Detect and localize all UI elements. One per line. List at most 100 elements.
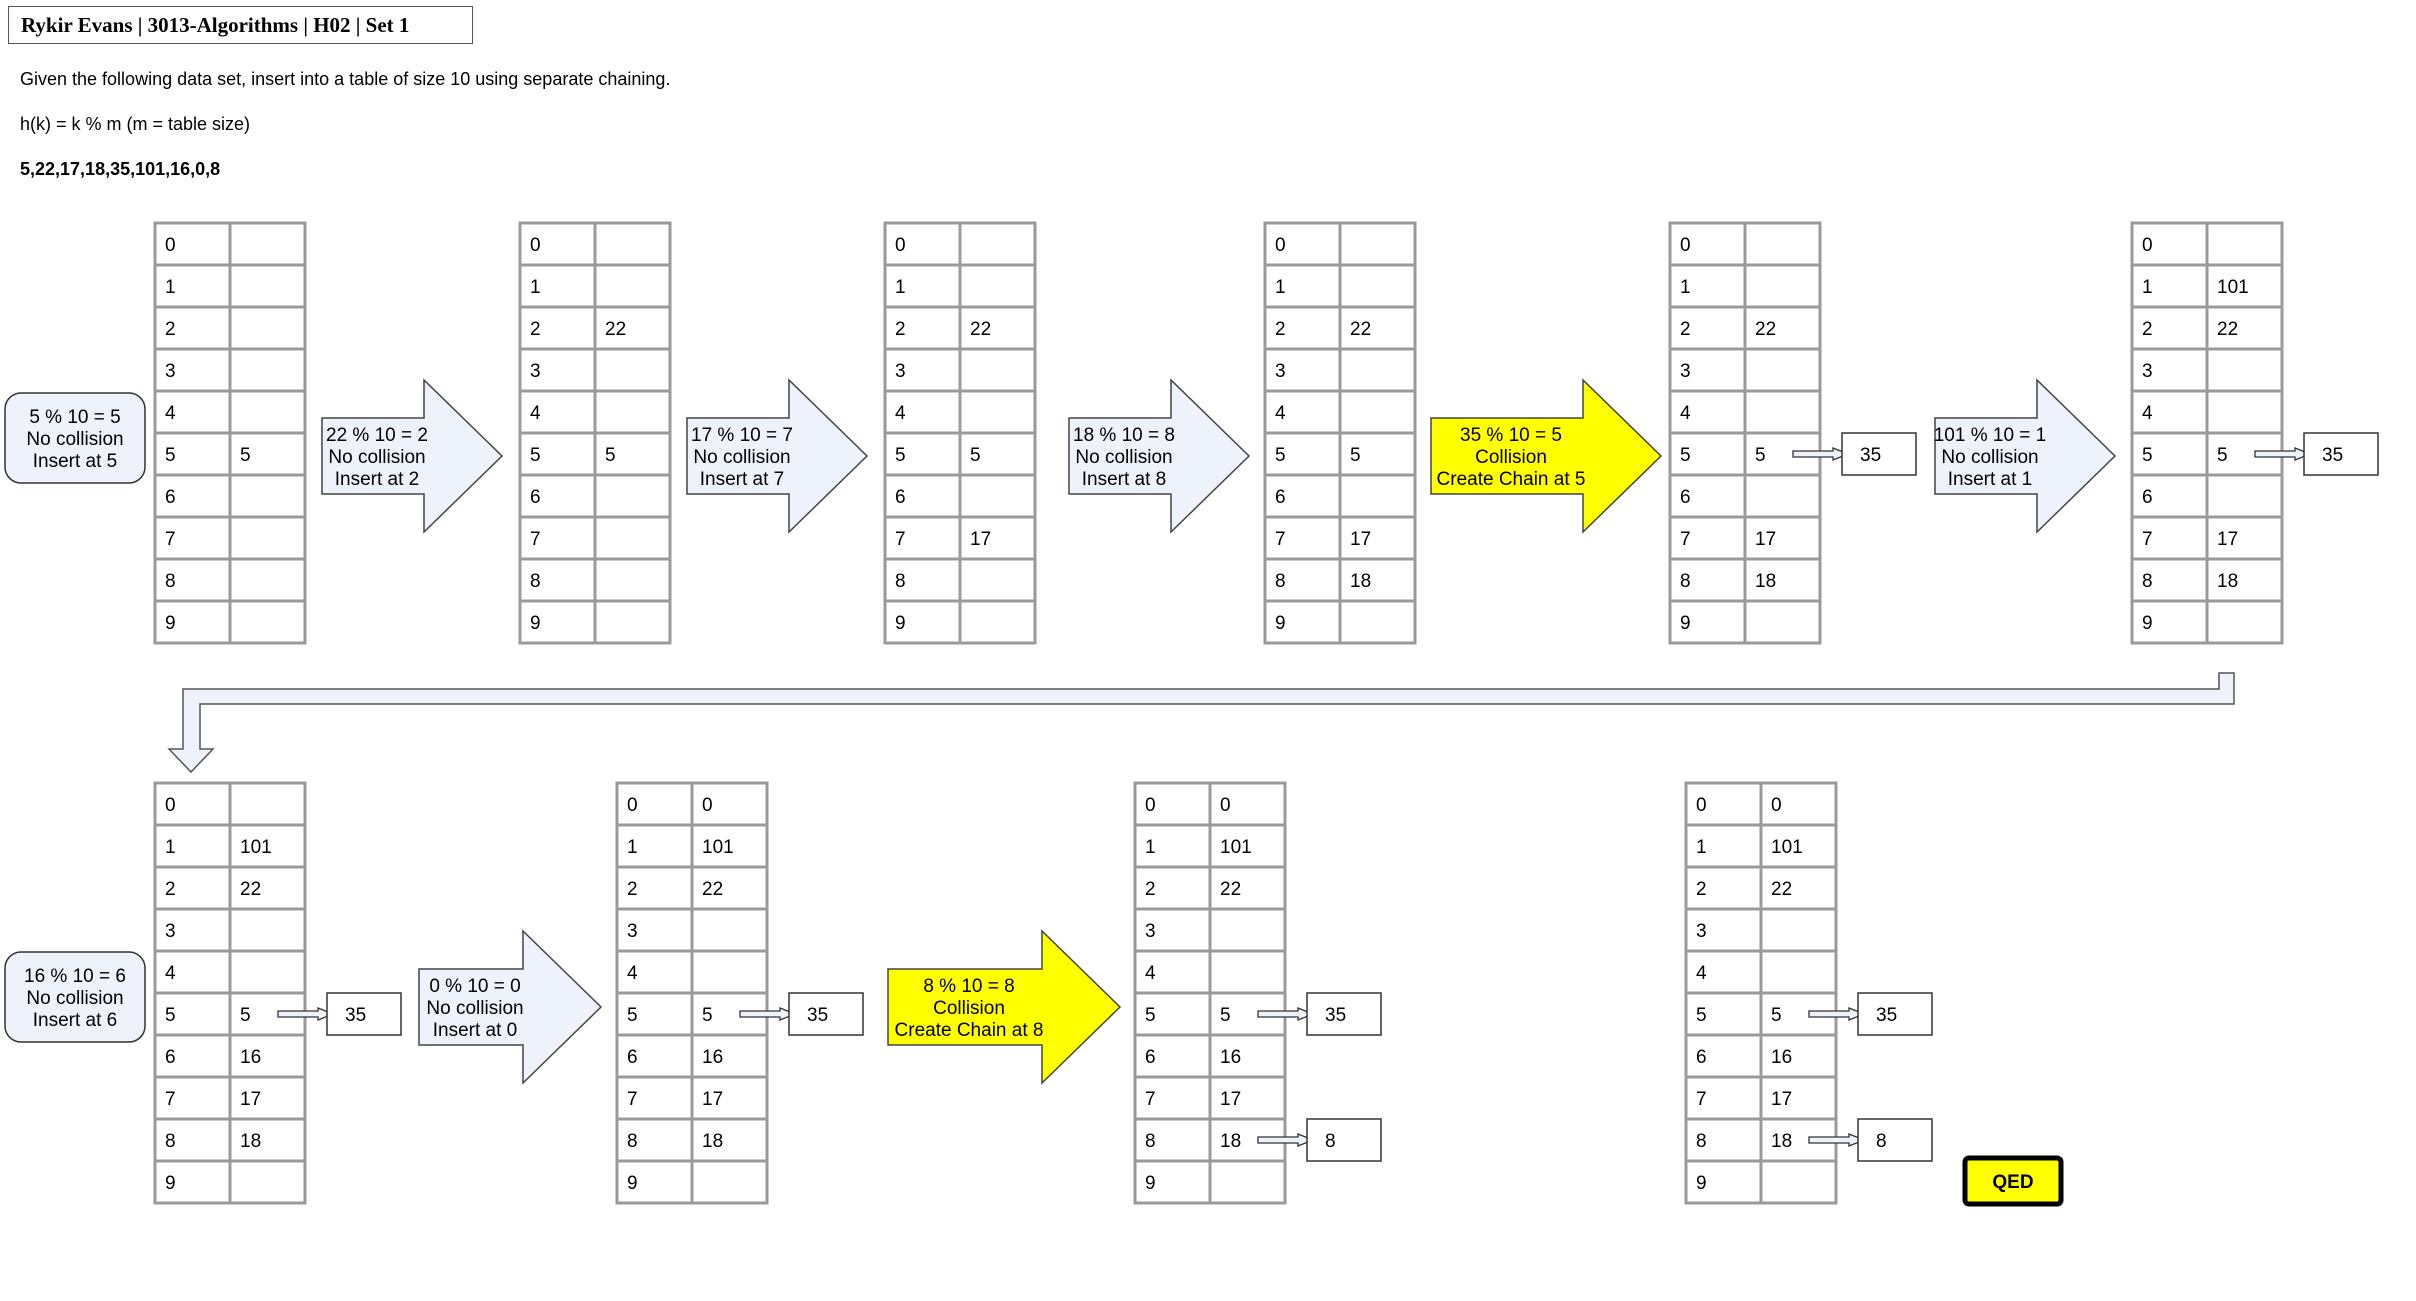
connector-arrow-shape <box>167 672 2235 774</box>
row-index-label: 5 <box>1275 445 1286 466</box>
cell-value: 18 <box>1220 1131 1241 1152</box>
row-index-label: 3 <box>1145 921 1156 942</box>
cell-value: 16 <box>1771 1047 1792 1068</box>
row-index-label: 6 <box>165 1047 176 1068</box>
step-label-line: 8 % 10 = 8 <box>923 976 1014 997</box>
cell-value: 5 <box>240 445 251 466</box>
row-index-label: 8 <box>1145 1131 1156 1152</box>
row-index-label: 4 <box>1696 963 1707 984</box>
row-index-label: 9 <box>1696 1173 1707 1194</box>
step-label-line: 22 % 10 = 2 <box>326 425 428 446</box>
step-label-line: 18 % 10 = 8 <box>1073 425 1175 446</box>
row-index-label: 5 <box>1680 445 1691 466</box>
value-cell <box>958 557 1037 603</box>
cell-value: 101 <box>240 837 272 858</box>
value-cell <box>228 473 307 519</box>
cell-value: 5 <box>702 1005 713 1026</box>
block-arrow-shape <box>1934 378 2117 534</box>
chain-pointer-arrow <box>2254 447 2312 461</box>
step-label-line: Insert at 5 <box>33 451 118 472</box>
value-cell <box>593 557 672 603</box>
cell-value: 22 <box>1220 879 1241 900</box>
cell-value: 22 <box>240 879 261 900</box>
index-cell <box>2130 389 2209 435</box>
chain-node-value: 35 <box>1876 1005 1897 1026</box>
row-index-label: 2 <box>165 319 176 340</box>
index-cell <box>1263 515 1342 561</box>
row-index-label: 0 <box>1275 235 1286 256</box>
index-cell <box>1668 473 1747 519</box>
value-cell <box>1743 473 1822 519</box>
value-cell <box>593 599 672 645</box>
step-label-line: Collision <box>1475 447 1547 468</box>
index-cell <box>1133 907 1212 953</box>
chain-node <box>326 992 402 1036</box>
row-index-label: 1 <box>1275 277 1286 298</box>
value-cell <box>690 781 769 827</box>
row-index-label: 2 <box>2142 319 2153 340</box>
value-cell <box>1338 557 1417 603</box>
cell-value: 101 <box>1771 837 1803 858</box>
value-cell <box>1743 305 1822 351</box>
row-index-label: 4 <box>165 963 176 984</box>
row-index-label: 6 <box>2142 487 2153 508</box>
value-cell <box>2205 389 2284 435</box>
row-index-label: 1 <box>1696 837 1707 858</box>
value-cell <box>593 263 672 309</box>
step-label-line: Insert at 8 <box>1082 469 1167 490</box>
row-index-label: 7 <box>1680 529 1691 550</box>
row-index-label: 3 <box>2142 361 2153 382</box>
step-label-line: 35 % 10 = 5 <box>1460 425 1562 446</box>
step-box-shape <box>4 951 146 1043</box>
cell-value: 22 <box>1755 319 1776 340</box>
block-arrow-shape <box>1068 378 1251 534</box>
value-cell <box>958 599 1037 645</box>
row-index-label: 8 <box>1696 1131 1707 1152</box>
chain-pointer-arrow <box>1257 1007 1315 1021</box>
value-cell <box>1338 305 1417 351</box>
step-label-line: 17 % 10 = 7 <box>691 425 793 446</box>
row-index-label: 4 <box>2142 403 2153 424</box>
cell-value: 22 <box>2217 319 2238 340</box>
value-cell <box>593 305 672 351</box>
chain-node <box>1857 1118 1933 1162</box>
cell-value: 17 <box>1220 1089 1241 1110</box>
cell-value: 18 <box>240 1131 261 1152</box>
index-cell <box>153 347 232 393</box>
step-label-line: Create Chain at 8 <box>895 1020 1044 1041</box>
value-cell <box>690 1159 769 1205</box>
row-index-label: 8 <box>895 571 906 592</box>
chain-pointer-arrow <box>1808 1133 1866 1147</box>
row-index-label: 2 <box>1275 319 1286 340</box>
cell-value: 17 <box>970 529 991 550</box>
row-index-label: 7 <box>165 1089 176 1110</box>
index-cell <box>2130 599 2209 645</box>
row-index-label: 5 <box>895 445 906 466</box>
index-cell <box>1684 949 1763 995</box>
cell-value: 18 <box>1771 1131 1792 1152</box>
cell-value: 101 <box>2217 277 2249 298</box>
row-index-label: 1 <box>627 837 638 858</box>
row-index-label: 0 <box>165 235 176 256</box>
index-cell <box>153 1159 232 1205</box>
row-index-label: 4 <box>895 403 906 424</box>
row-index-label: 8 <box>2142 571 2153 592</box>
cell-value: 17 <box>702 1089 723 1110</box>
value-cell <box>228 305 307 351</box>
cell-value: 18 <box>1755 571 1776 592</box>
value-cell <box>1743 263 1822 309</box>
index-cell <box>2130 515 2209 561</box>
row-index-label: 5 <box>2142 445 2153 466</box>
value-cell <box>1743 347 1822 393</box>
chain-pointer-arrow <box>1808 1007 1866 1021</box>
value-cell <box>228 949 307 995</box>
value-cell <box>958 221 1037 267</box>
value-cell <box>690 949 769 995</box>
value-cell <box>1208 823 1287 869</box>
row-index-label: 0 <box>2142 235 2153 256</box>
